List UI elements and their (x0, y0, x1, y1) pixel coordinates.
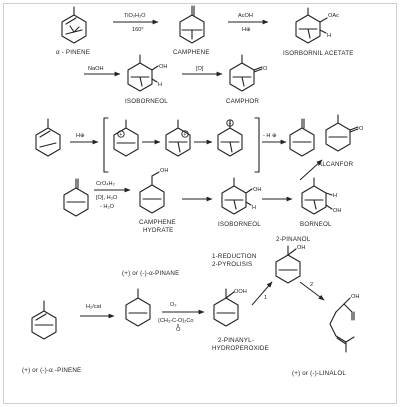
isobornyl-acetate-label: ISORBORNIL ACETATE (283, 50, 354, 57)
pinanol-label: 2-PINANOL (276, 236, 311, 243)
reduction-step-label: 1-REDUCTION (212, 253, 256, 260)
oxygen-label: O₂ (170, 302, 177, 308)
isoborneol-label: ISOBORNEOL (125, 98, 168, 105)
alpha-pinane-label: (+) or (-)-α-PINANE (122, 270, 179, 277)
oh-group-label: OH (160, 168, 168, 174)
bracket-right (254, 117, 260, 173)
reagent-acoh-label: AcOH (238, 13, 253, 19)
carbonyl-o-label: O (359, 126, 364, 132)
alpha-pinene-label: (+) or (-)-α -PINENE (22, 367, 81, 374)
carbonyl-o-label: O (263, 66, 268, 72)
h-atom-label: H (158, 82, 162, 88)
pinanol-structure (275, 245, 301, 284)
isoborneol-label: ISOBORNEOL (218, 221, 261, 228)
reagent-temperature-label: 160° (132, 27, 144, 33)
oac-group-label: OAc (328, 13, 339, 19)
isobornyl-acetate-structure (295, 7, 328, 44)
step-number-2: 2 (310, 282, 313, 288)
borneol-label: BORNEOL (300, 221, 332, 228)
bracket-left (103, 117, 109, 173)
alcanfor-label: ALCANFOR (318, 161, 354, 168)
hydroperoxide-label: HYDROPEROXIDE (212, 345, 269, 352)
step-number-1: 1 (264, 295, 267, 301)
cobalt-catalyst-label: (CH₃-C-O)₂Co (158, 318, 194, 324)
carbocation-structure (165, 119, 191, 157)
reagent-oxidation-label: [O], H₃O (96, 195, 118, 201)
reagent-chromic-label: CrO₄H₂ (96, 181, 115, 187)
camphor-structure (229, 54, 263, 92)
positive-charge-icon: + (228, 121, 231, 127)
hydroperoxide-label: 2-PINANYL- (218, 337, 254, 344)
positive-charge-icon (181, 130, 189, 138)
reagent-naoh-label: NaOH (88, 66, 104, 72)
h-atom-label: H (327, 33, 331, 39)
acid-catalyst-label: H⊕ (76, 133, 85, 139)
alpha-pinane-structure (125, 288, 151, 327)
camphene-hydrate-label: CAMPHENE (139, 219, 176, 226)
oh-group-label: OH (297, 245, 305, 251)
alcanfor-structure (325, 114, 359, 152)
hydrogenation-label: H₂/cat (86, 304, 102, 310)
carbocation-structure (217, 119, 243, 157)
linalol-structure (329, 297, 355, 353)
positive-charge-icon: + (183, 132, 186, 138)
positive-charge-icon (117, 130, 125, 138)
catalyst-o-label: O (176, 327, 181, 333)
positive-charge-icon (226, 119, 234, 127)
oxidation-label: [O] (196, 66, 204, 72)
reagent-tio2-label: TiO₂H₂O (124, 13, 146, 19)
positive-charge-icon: + (119, 132, 122, 138)
h-atom-label: H (252, 205, 256, 211)
reagent-acid-label: H⊕ (242, 27, 251, 33)
camphene-structure (179, 5, 205, 44)
camphene-structure (289, 118, 315, 157)
ooh-group-label: OOH (234, 289, 247, 295)
alpha-pinene-structure (31, 300, 57, 340)
linalol-label: (+) or (-)-LINALOL (292, 370, 346, 377)
reaction-arrow (299, 159, 323, 181)
oh-group-label: OH (159, 64, 167, 70)
oh-group-label: OH (351, 294, 359, 300)
camphor-label: CAMPHOR (226, 98, 259, 105)
camphene-hydrate-structure (139, 171, 165, 214)
figure-border (3, 3, 397, 404)
carbocation-structure (113, 119, 139, 157)
reagent-dehydration-label: - H₂O (100, 204, 115, 210)
hydroperoxide-structure (213, 288, 239, 327)
pyrolysis-step-label: 2-PYROLISIS (212, 261, 252, 268)
oh-group-label: OH (333, 208, 341, 214)
camphene-hydrate-label: HYDRATE (143, 227, 174, 234)
alpha-pinene-structure (35, 118, 61, 157)
reaction-arrow (299, 281, 325, 301)
reaction-arrow (251, 281, 273, 306)
isoborneol-structure (127, 54, 159, 92)
isoborneol-structure (221, 177, 253, 215)
borneol-structure (301, 177, 333, 215)
camphene-label: CAMPHENE (173, 49, 210, 56)
oh-group-label: OH (253, 187, 261, 193)
alpha-pinene-structure (61, 6, 87, 44)
deprotonation-label: - H ⊕ (263, 133, 277, 139)
h-atom-label: H (333, 193, 337, 199)
alpha-pinene-structure (63, 178, 89, 217)
alpha-pinene-label: α - PINENE (56, 49, 90, 56)
